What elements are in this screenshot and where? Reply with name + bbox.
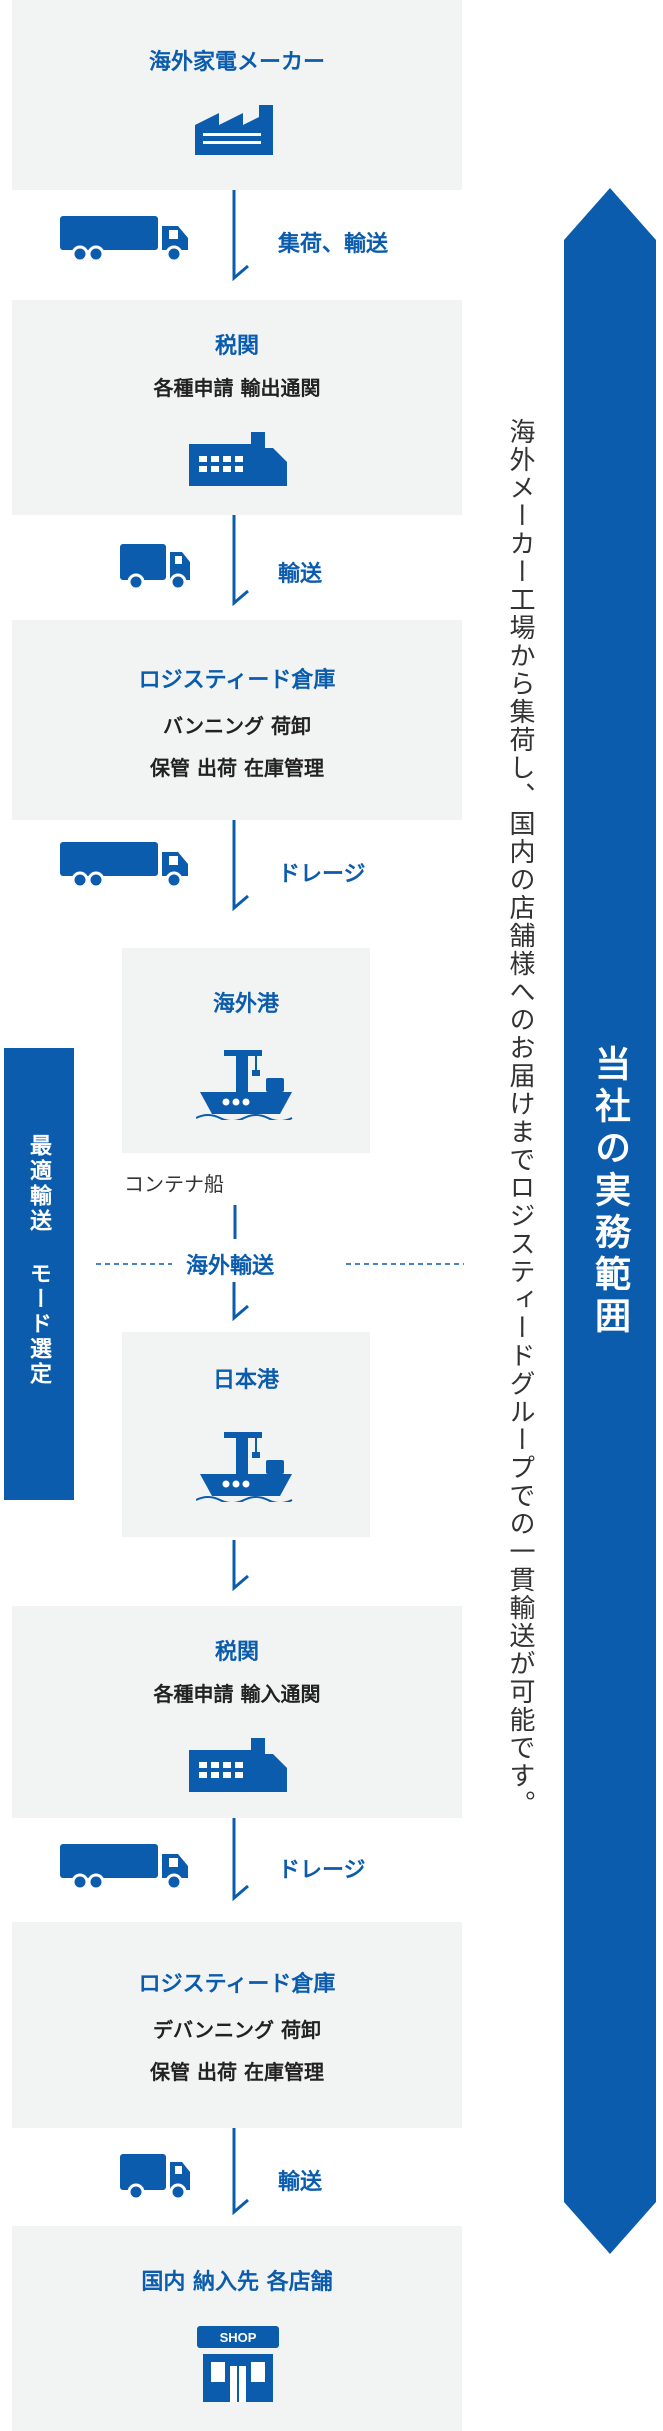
logistics-box-1: ロジスティード倉庫 バンニング 荷卸 保管 出荷 在庫管理	[12, 620, 462, 820]
customs-import-box: 税関 各種申請 輸入通関	[12, 1606, 462, 1818]
flow-arrow	[232, 1540, 249, 1592]
transport1-label: 集荷、輸送	[278, 232, 389, 257]
dashed-divider-right	[346, 1263, 464, 1265]
logistics2-sub2: 保管 出荷 在庫管理	[150, 2060, 324, 2084]
drayage1-label: ドレージ	[278, 862, 366, 887]
overseas-port-box: 海外港	[122, 948, 370, 1153]
flow-arrow	[232, 1282, 249, 1322]
flow-arrow	[232, 2128, 249, 2216]
mode-select-label: 最適輸送 モード選定	[26, 1134, 51, 1387]
scope-description: 海外メーカー工場から集荷し、国内の店舗様へのお届けまでロジスティードグループでの…	[505, 418, 535, 1818]
customs-export-title: 税関	[214, 334, 259, 359]
scope-arrow	[564, 188, 656, 2254]
customs-building-icon	[189, 1738, 287, 1792]
container-ship-label: コンテナ船	[124, 1172, 224, 1196]
factory-icon	[195, 105, 273, 155]
shop-sign-text: SHOP	[220, 2330, 257, 2345]
manufacturer-title: 海外家電メーカー	[148, 50, 325, 75]
transport3-label: 輸送	[278, 2170, 323, 2195]
truck-icon	[60, 842, 188, 889]
scope-label: 当社の実務範囲	[589, 1045, 630, 1339]
japan-port-title: 日本港	[212, 1368, 279, 1393]
truck-icon	[60, 1844, 188, 1891]
logistics1-title: ロジスティード倉庫	[138, 668, 336, 693]
logistics1-sub2: 保管 出荷 在庫管理	[150, 756, 324, 780]
shop-icon: SHOP	[197, 2326, 279, 2402]
mode-select-panel: 最適輸送 モード選定	[4, 1048, 74, 1500]
customs-import-sub: 各種申請 輸入通関	[153, 1682, 321, 1706]
truck-icon	[60, 216, 188, 263]
truck-icon	[120, 2154, 190, 2201]
logistics-box-2: ロジスティード倉庫 デバンニング 荷卸 保管 出荷 在庫管理	[12, 1922, 462, 2128]
destination-title: 国内 納入先 各店舗	[141, 2270, 333, 2295]
truck-icon	[120, 544, 190, 591]
customs-export-box: 税関 各種申請 輸出通関	[12, 300, 462, 515]
manufacturer-box: 海外家電メーカー	[12, 0, 462, 190]
customs-export-sub: 各種申請 輸出通関	[153, 376, 321, 400]
drayage2-label: ドレージ	[278, 1858, 366, 1883]
sea-transport-line-top	[233, 1205, 237, 1239]
logistics2-title: ロジスティード倉庫	[138, 1972, 336, 1997]
flow-arrow	[232, 1818, 249, 1902]
logistics1-sub1: バンニング 荷卸	[163, 714, 311, 738]
ship-crane-icon	[196, 1050, 293, 1120]
flow-arrow	[232, 820, 249, 912]
destination-box: 国内 納入先 各店舗 SHOP	[12, 2226, 462, 2431]
flow-arrow	[232, 515, 249, 607]
dashed-divider-left	[96, 1263, 172, 1265]
overseas-port-title: 海外港	[212, 992, 279, 1017]
transport2-label: 輸送	[278, 562, 323, 587]
customs-import-title: 税関	[214, 1640, 259, 1665]
flow-arrow	[232, 190, 249, 282]
japan-port-box: 日本港	[122, 1332, 370, 1537]
customs-building-icon	[189, 432, 287, 486]
logistics2-sub1: デバンニング 荷卸	[153, 2018, 321, 2042]
sea-transport-label: 海外輸送	[186, 1254, 275, 1279]
ship-crane-icon	[196, 1432, 293, 1502]
